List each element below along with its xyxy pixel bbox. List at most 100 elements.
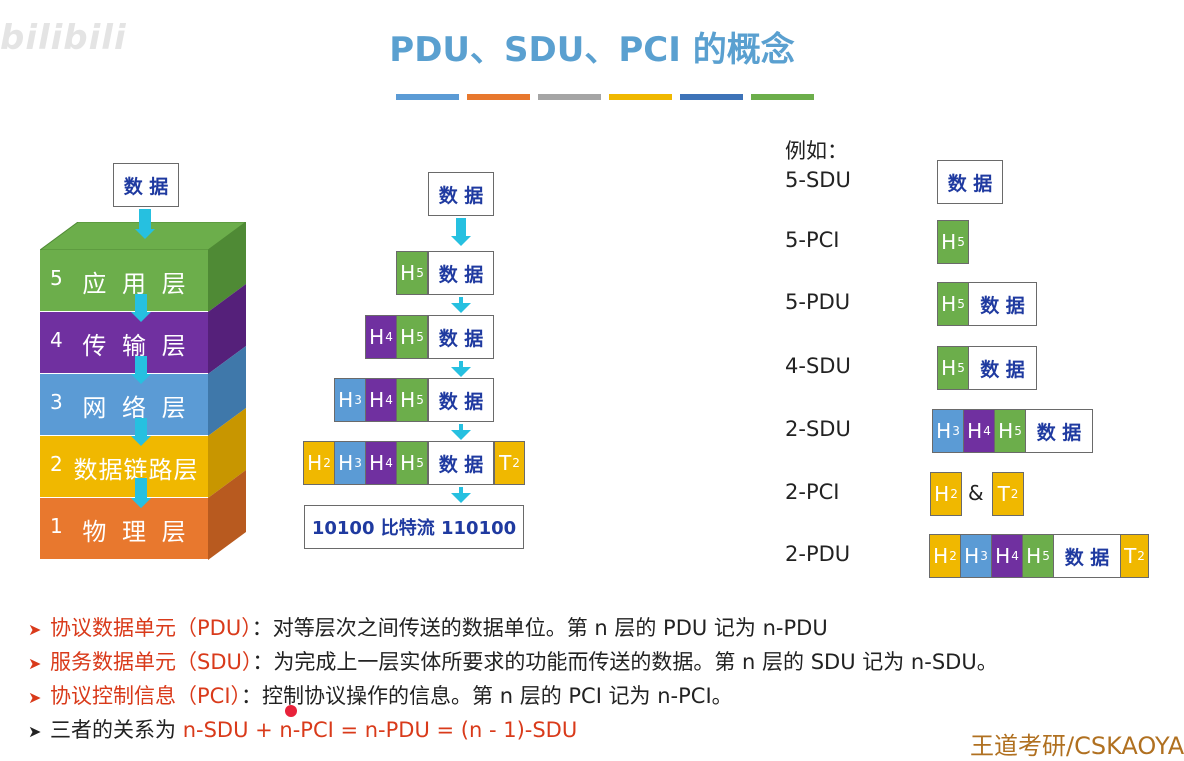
color-bar (396, 94, 459, 100)
h5-header-letter: H (1026, 544, 1042, 568)
layer-number: 2 (50, 452, 63, 476)
h5-header-subscript: 5 (416, 330, 424, 344)
bullet-term: 协议数据单元（PDU） (50, 616, 252, 640)
example-label: 2-SDU (785, 417, 851, 441)
h2-header-letter: H (934, 482, 950, 506)
h4-header-subscript: 4 (385, 393, 393, 407)
layer-side-face (208, 470, 246, 560)
footer-brand: 王道考研/CSKAOYAN (970, 732, 1184, 760)
color-bar (467, 94, 530, 100)
h2-header-letter: H (307, 451, 323, 475)
example-data-box: 数 据 (968, 346, 1037, 390)
h3-header-subscript: 3 (952, 424, 960, 438)
bullet-pci: ➤ 协议控制信息（PCI）：控制协议操作的信息。第 n 层的 PCI 记为 n-P… (28, 680, 998, 714)
h5-header-subscript: 5 (416, 266, 424, 280)
example-data-box: 数 据 (968, 282, 1037, 326)
bullet-term: 协议控制信息（PCI） (50, 684, 242, 708)
relation-formula: n-SDU + n-PCI = n-PDU = (n - 1)-SDU (182, 718, 578, 742)
h5-header-letter: H (400, 261, 416, 285)
h4-header-letter: H (995, 544, 1011, 568)
color-bar (680, 94, 743, 100)
layer-side-face (208, 346, 246, 436)
h2-header-subscript: 2 (323, 456, 331, 470)
bullet-arrow-icon: ➤ (28, 620, 42, 639)
color-bar (751, 94, 814, 100)
t2-trailer-subscript: 2 (1010, 487, 1019, 501)
definition-list: ➤ 协议数据单元（PDU）：对等层次之间传送的数据单位。第 n 层的 PDU 记为… (28, 612, 998, 748)
layer-name: 数据链路层 (73, 456, 199, 484)
layer-1: 1 物 理 层 (40, 498, 208, 559)
t2-trailer-letter: T (997, 482, 1010, 506)
encap-data-box: 数 据 (428, 378, 494, 422)
bullet-text: ：控制协议操作的信息。第 n 层的 PCI 记为 n-PCI。 (241, 684, 733, 708)
h5-header-subscript: 5 (416, 456, 424, 470)
ampersand: & (968, 481, 984, 505)
h5-header-subscript: 5 (957, 361, 965, 375)
h3-header-subscript: 3 (354, 456, 362, 470)
h4-header-subscript: 4 (385, 330, 393, 344)
example-label: 5-PCI (785, 228, 840, 252)
example-label: 2-PDU (785, 542, 851, 566)
h2-header-subscript: 2 (950, 487, 958, 501)
color-bar (609, 94, 672, 100)
h3-header-letter: H (338, 451, 354, 475)
bullet-text: ：对等层次之间传送的数据单位。第 n 层的 PDU 记为 n-PDU (251, 616, 828, 640)
h4-header-subscript: 4 (983, 424, 991, 438)
h5-header-letter: H (400, 325, 416, 349)
layer-number: 5 (50, 266, 63, 290)
h5-header-letter: H (941, 230, 957, 254)
layer-number: 1 (50, 514, 63, 538)
layer-side-face (208, 284, 246, 374)
layer-name: 物 理 层 (82, 518, 190, 546)
bullet-lead: 三者的关系为 (50, 718, 176, 742)
h5-header-letter: H (998, 419, 1014, 443)
example-data-box: 数 据 (937, 160, 1003, 204)
h5-header-subscript: 5 (1042, 549, 1050, 563)
example-label: 5-SDU (785, 168, 851, 192)
bullet-arrow-icon: ➤ (28, 688, 42, 707)
h3-header-subscript: 3 (354, 393, 362, 407)
page-title: PDU、SDU、PCI 的概念 (389, 30, 795, 70)
t2-trailer-subscript: 2 (512, 456, 520, 470)
h3-header-letter: H (936, 419, 952, 443)
example-label: 5-PDU (785, 290, 851, 314)
encap-data-box: 数 据 (428, 251, 494, 295)
layer-2: 2 数据链路层 (40, 436, 208, 497)
h2-header-subscript: 2 (949, 549, 957, 563)
example-data-box: 数 据 (1025, 409, 1093, 453)
layer-name: 网 络 层 (82, 394, 190, 422)
encap-data-box: 数 据 (428, 315, 494, 359)
bullet-pdu: ➤ 协议数据单元（PDU）：对等层次之间传送的数据单位。第 n 层的 PDU 记为… (28, 612, 998, 646)
cursor-dot (285, 705, 297, 717)
layer-side-face (208, 408, 246, 498)
h4-header-subscript: 4 (385, 456, 393, 470)
layer-5: 5 应 用 层 (40, 250, 208, 311)
h4-header-letter: H (369, 451, 385, 475)
bullet-sdu: ➤服务数据单元（SDU）：为完成上一层实体所要求的功能而传送的数据。第 n 层的… (28, 646, 998, 680)
h5-header-subscript: 5 (416, 393, 424, 407)
h5-header-subscript: 5 (1014, 424, 1022, 438)
bullet-term: 服务数据单元（SDU） (50, 650, 253, 674)
h3-header-letter: H (338, 388, 354, 412)
layer-name: 传 输 层 (82, 332, 190, 360)
encap-data-box: 数 据 (428, 172, 494, 216)
t2-trailer-letter: T (499, 451, 512, 475)
example-data-box: 数 据 (1053, 534, 1121, 578)
layer-name: 应 用 层 (82, 270, 190, 298)
color-bar (538, 94, 601, 100)
